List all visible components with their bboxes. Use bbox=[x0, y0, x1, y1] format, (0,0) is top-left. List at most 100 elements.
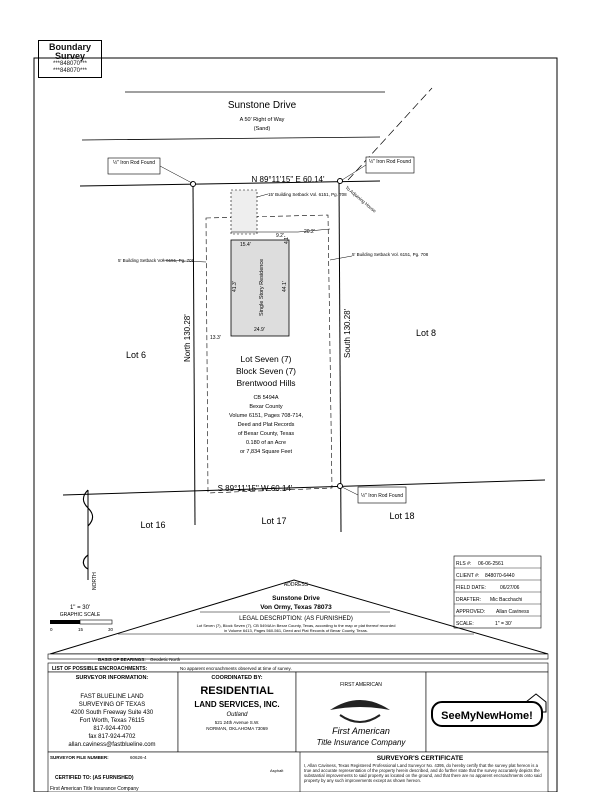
approved-label: APPROVED: bbox=[456, 609, 485, 615]
basis-value: Geodetic North bbox=[150, 657, 181, 662]
legal-text-2: in Volume 6413, Pages 560-561, Deed and … bbox=[224, 628, 368, 633]
basis-label: BASIS OF BEARINGS: bbox=[98, 657, 146, 662]
scale-tick-30: 30 bbox=[108, 627, 114, 632]
setback-top-label: 15' Building Setback Vol. 6151, Pg. 708 bbox=[268, 192, 347, 197]
iron-rod-ne bbox=[337, 178, 343, 184]
lot-desc-9: 0.180 of an Acre bbox=[246, 440, 286, 446]
drafter-value: Mic Bacchachi bbox=[490, 597, 522, 603]
street-line-bottom bbox=[81, 136, 381, 141]
legal-header: LEGAL DESCRIPTION: (AS FURNISHED) bbox=[239, 616, 353, 622]
bearing-west: North 130.28' bbox=[183, 314, 192, 362]
bearing-south: S 89°11'15" W 60.14' bbox=[218, 484, 293, 493]
lot-desc-3: Brentwood Hills bbox=[236, 378, 295, 388]
field-value: 06/27/06 bbox=[500, 585, 520, 591]
surveyor-l6: fax 817-924-4702 bbox=[88, 734, 136, 740]
lot-left: Lot 6 bbox=[126, 350, 146, 360]
first-american-box bbox=[295, 671, 427, 753]
drafter-label: DRAFTER: bbox=[456, 597, 481, 603]
seemy-text: SeeMyNewHome! bbox=[441, 710, 533, 722]
survey-title-box: Boundary Survey ***848070*** ***848070**… bbox=[38, 40, 102, 78]
dim-1: 15.4' bbox=[240, 242, 251, 248]
dim-6: 24.9' bbox=[254, 327, 265, 333]
house-label: Single Story Residence bbox=[259, 259, 265, 316]
lot-desc-1: Lot Seven (7) bbox=[240, 354, 291, 364]
street-name: Sunstone Drive bbox=[228, 100, 297, 111]
client-value: 848070-6440 bbox=[485, 573, 515, 579]
surveyor-l4: Fort Worth, Texas 76115 bbox=[79, 718, 145, 724]
title-line1: Boundary bbox=[48, 42, 91, 52]
coord-header: COORDINATED BY: bbox=[211, 675, 262, 681]
bearing-east: South 130.28' bbox=[343, 308, 352, 358]
fa-arc: FIRST AMERICAN bbox=[340, 682, 382, 688]
lot-desc-8: of Bexar County, Texas bbox=[238, 431, 295, 437]
rls-value: 06-06-2561 bbox=[478, 561, 504, 567]
bearing-north: N 89°11'15" E 60.14' bbox=[252, 175, 325, 184]
coord-name1: RESIDENTIAL bbox=[200, 685, 274, 697]
dim-2: 9.2' bbox=[276, 233, 284, 239]
address-city: Von Ormy, Texas 78073 bbox=[260, 604, 332, 611]
boundary-east bbox=[338, 180, 342, 533]
scale-ratio: 1" = 30' bbox=[70, 605, 90, 611]
page-border bbox=[33, 57, 558, 792]
coord-addr2: NORMAN, OKLAHOMA 73069 bbox=[206, 726, 268, 731]
coord-name2: LAND SERVICES, INC. bbox=[194, 700, 279, 709]
house-footprint bbox=[230, 239, 290, 337]
boundary-west bbox=[192, 183, 196, 526]
surveyor-l7: allan.caviness@fastblueline.com bbox=[68, 742, 155, 748]
cert-text: I, Allan Caviness, Texas Registered Prof… bbox=[304, 763, 542, 783]
lot-bottom-center: Lot 17 bbox=[261, 516, 286, 526]
scale-info-label: SCALE: bbox=[456, 621, 474, 627]
iron-rod-se bbox=[337, 483, 343, 489]
surveyor-l1: FAST BLUELINE LAND bbox=[80, 694, 144, 700]
title-line2: Survey bbox=[54, 51, 86, 61]
lot-desc-2: Block Seven (7) bbox=[236, 366, 296, 376]
legend-asphalt: Asphalt bbox=[270, 768, 284, 773]
north-label: NORTH bbox=[92, 572, 98, 590]
approved-value: Allan Caviness bbox=[496, 609, 530, 615]
fa-line1: First American bbox=[332, 726, 390, 736]
certified-label: CERTIFIED TO: (AS FURNISHED) bbox=[55, 775, 134, 781]
scale-tick-15: 15 bbox=[78, 627, 84, 632]
setback-lines bbox=[205, 214, 333, 494]
lot-bottom-right: Lot 18 bbox=[389, 511, 414, 521]
surveyor-header: SURVEYOR INFORMATION: bbox=[76, 675, 149, 681]
dim-5: 44.1' bbox=[282, 281, 288, 292]
setback-left-label: 5' Building Setback Vol. 6151, Pg. 708 bbox=[118, 258, 195, 263]
scale-bar-black bbox=[50, 620, 80, 624]
rls-label: RLS #: bbox=[456, 561, 471, 567]
lot-desc-5: Bexar County bbox=[249, 404, 283, 410]
cert-header: SURVEYOR'S CERTIFICATE bbox=[377, 755, 464, 762]
title-id2: ***848070*** bbox=[52, 68, 88, 74]
rod-nw-label: ½" Iron Rod Found bbox=[113, 159, 155, 166]
boundary-south bbox=[62, 479, 546, 496]
client-label: CLIENT #: bbox=[456, 573, 479, 579]
address-header: ADDRESS bbox=[284, 582, 309, 588]
dim-8: 4.1' bbox=[284, 236, 290, 244]
street-row: A 50' Right of Way bbox=[240, 117, 285, 123]
scale-label: GRAPHIC SCALE bbox=[60, 612, 101, 618]
scale-info-value: 1" = 30' bbox=[495, 621, 512, 627]
house-note: To Adjoining House bbox=[344, 185, 377, 214]
lot-right: Lot 8 bbox=[416, 328, 436, 338]
lot-desc-7: Deed and Plat Records bbox=[238, 422, 295, 428]
setback-right-label: 5' Building Setback Vol. 6151, Pg. 708 bbox=[352, 252, 429, 257]
legal-text-1: Lot Seven (7), Block Seven (7), CB 5494A… bbox=[197, 623, 396, 628]
garage-area bbox=[230, 189, 258, 235]
eagle-logo bbox=[330, 700, 390, 710]
coordinator-box bbox=[177, 671, 297, 753]
lot-desc-10: or 7,834 Square Feet bbox=[240, 449, 292, 455]
lot-bottom-left: Lot 16 bbox=[140, 520, 165, 530]
rod-se-label: ½" Iron Rod Found bbox=[361, 492, 403, 499]
lot-desc-4: CB 5494A bbox=[253, 395, 278, 401]
surveyor-l5: 817-924-4700 bbox=[93, 726, 131, 732]
address-street: Sunstone Drive bbox=[272, 595, 320, 602]
fa-line2: Title Insurance Company bbox=[317, 738, 407, 747]
lot-desc-6: Volume 6151, Pages 708-714, bbox=[229, 413, 303, 419]
utility-line bbox=[347, 87, 433, 181]
iron-rod-nw bbox=[190, 181, 196, 187]
rod-ne-label: ½" Iron Rod Found bbox=[369, 158, 411, 165]
field-label: FIELD DATE: bbox=[456, 585, 486, 591]
dim-4: 41.3' bbox=[232, 281, 238, 292]
encroach-label: LIST OF POSSIBLE ENCROACHMENTS: bbox=[52, 666, 148, 672]
